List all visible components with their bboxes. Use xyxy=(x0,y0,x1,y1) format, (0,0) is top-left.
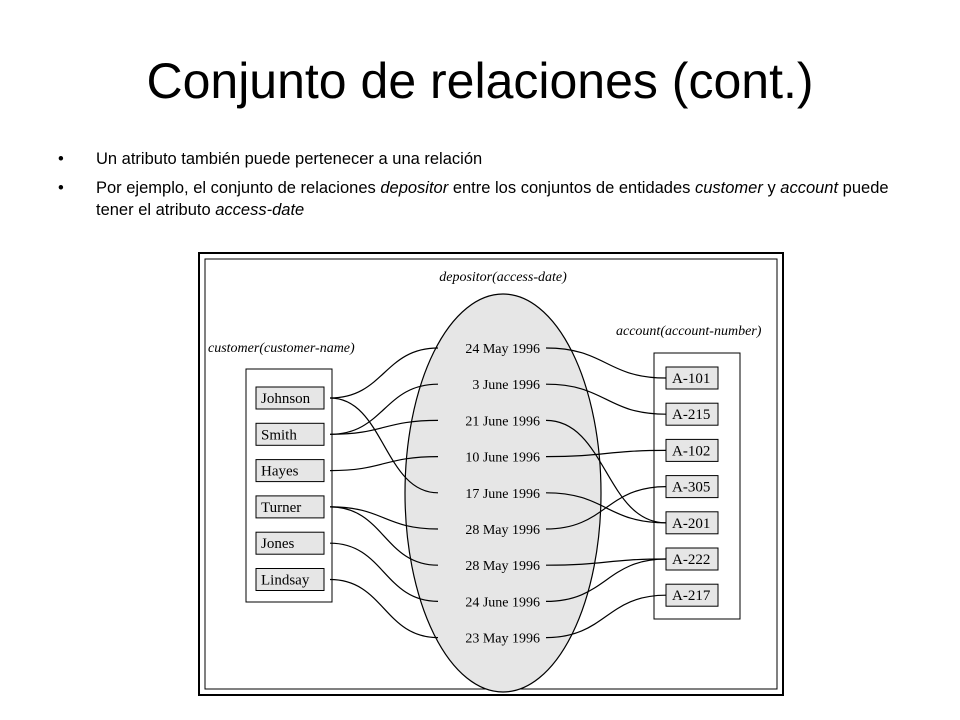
relationship-diagram: depositor(access-date) customer(customer-… xyxy=(198,252,784,696)
relationship-diagram-svg: depositor(access-date) customer(customer-… xyxy=(198,252,784,696)
relationship-date: 28 May 1996 xyxy=(465,523,540,538)
relationship-date: 24 June 1996 xyxy=(465,595,540,610)
customer-link-line xyxy=(329,578,439,639)
account-link-line xyxy=(545,558,667,566)
bullet-item: •Por ejemplo, el conjunto de relaciones … xyxy=(58,177,908,221)
customer-link-line xyxy=(329,506,439,530)
relationship-date: 10 June 1996 xyxy=(465,451,540,466)
bullet-text: Por ejemplo, el conjunto de relaciones xyxy=(96,179,381,197)
relationship-set-ellipse xyxy=(404,293,602,693)
account-number: A-305 xyxy=(672,480,710,496)
bullet-marker: • xyxy=(58,179,64,197)
relationship-date: 17 June 1996 xyxy=(465,487,540,502)
account-number: A-102 xyxy=(672,443,710,459)
customer-box xyxy=(255,495,325,519)
bullet-text: puede tener el atributo xyxy=(96,179,889,219)
account-number: A-201 xyxy=(672,516,710,532)
customer-name: Lindsay xyxy=(261,573,310,589)
customer-box xyxy=(255,531,325,555)
account-number: A-215 xyxy=(672,407,710,423)
customer-link-line xyxy=(329,456,439,472)
bullet-text: entre los conjuntos de entidades xyxy=(448,179,695,197)
customer-box xyxy=(255,568,325,591)
account-link-line xyxy=(545,558,667,602)
account-set-label: account(account-number) xyxy=(616,324,762,339)
account-link-line xyxy=(545,383,667,415)
term-account: account xyxy=(780,179,839,197)
account-link-line xyxy=(545,449,667,458)
account-link-line xyxy=(545,419,667,524)
customer-name: Hayes xyxy=(261,464,299,480)
account-link-line xyxy=(545,594,667,639)
customer-name: Smith xyxy=(261,427,297,443)
relationship-date: 24 May 1996 xyxy=(465,342,540,357)
bullet-list: • Un atributo también puede pertenecer a… xyxy=(58,148,908,228)
customer-link-line xyxy=(329,419,439,435)
customer-link-line xyxy=(329,347,439,399)
bullet-item: • Un atributo también puede pertenecer a… xyxy=(58,148,908,170)
bullet-marker: • xyxy=(58,150,64,168)
account-link-line xyxy=(545,347,667,379)
relationship-date: 3 June 1996 xyxy=(472,378,540,393)
term-depositor: depositor xyxy=(380,179,449,197)
customer-link-line xyxy=(329,542,439,602)
customer-name: Johnson xyxy=(261,391,311,407)
customer-link-line xyxy=(329,397,439,494)
customer-box xyxy=(255,422,325,446)
customer-link-line xyxy=(329,383,439,435)
term-customer: customer xyxy=(695,179,763,197)
customer-set-label: customer(customer-name) xyxy=(208,341,355,356)
account-number: A-217 xyxy=(672,588,711,604)
relationship-date: 23 May 1996 xyxy=(465,632,540,647)
customer-link-line xyxy=(329,506,439,566)
relationship-set-label: depositor(access-date) xyxy=(439,270,567,285)
account-number: A-222 xyxy=(672,552,710,568)
term-access-date: access-date xyxy=(215,201,305,219)
account-number: A-101 xyxy=(672,371,710,387)
customer-box xyxy=(255,459,325,483)
relationship-date: 28 May 1996 xyxy=(465,559,540,574)
customer-name: Turner xyxy=(261,500,301,516)
customer-box xyxy=(255,386,325,410)
figure-outer-frame xyxy=(198,252,784,696)
customer-name: Jones xyxy=(261,536,294,552)
relationship-date: 21 June 1996 xyxy=(465,414,540,429)
account-link-line xyxy=(545,486,667,530)
bullet-text: y xyxy=(762,179,781,197)
slide-title: Conjunto de relaciones (cont.) xyxy=(146,53,814,109)
bullet-text: Un atributo también puede pertenecer a u… xyxy=(96,150,483,168)
